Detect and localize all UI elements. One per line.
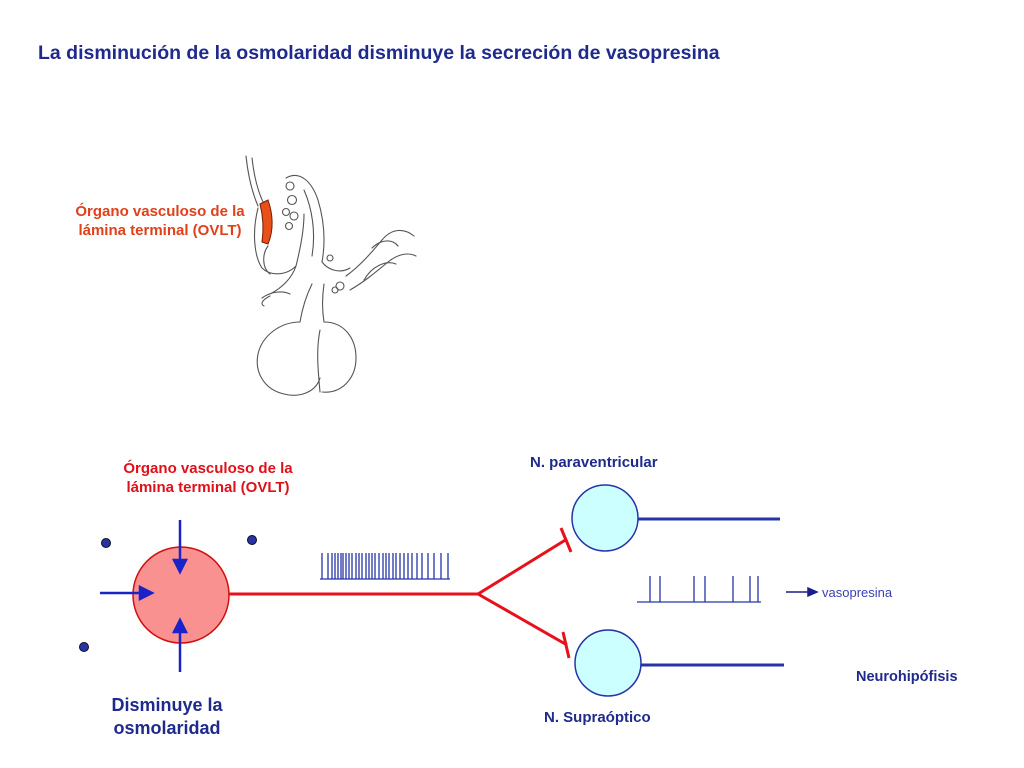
ovlt-cell-label-line1: Órgano vasculoso de la <box>123 460 293 477</box>
vasopressin-spike-train <box>637 576 761 603</box>
neurohypophysis-label: Neurohipófisis <box>856 669 958 685</box>
supraoptic-label: N. Supraóptico <box>544 709 651 726</box>
vasopressin-label: vasopresina <box>822 585 893 600</box>
ovlt-axon <box>229 527 573 659</box>
osmolyte-dot <box>79 642 89 652</box>
paraventricular-label: N. paraventricular <box>530 454 658 471</box>
anatomy-ovlt-label-line1: Órgano vasculoso de la <box>75 203 245 220</box>
anatomy-ovlt-label: Órgano vasculoso de la lámina terminal (… <box>40 203 280 241</box>
ovlt-cell-label-line2: lámina terminal (OVLT) <box>126 478 290 496</box>
ovlt-spike-train <box>320 553 450 580</box>
vasopressin-arrow <box>786 586 819 598</box>
osmolarity-label-line2: osmolaridad <box>113 717 221 738</box>
paraventricular-cell <box>571 484 639 552</box>
ovlt-cell-label: Órgano vasculoso de la lámina terminal (… <box>92 460 324 498</box>
osmolyte-dot <box>101 538 111 548</box>
page-title: La disminución de la osmolaridad disminu… <box>38 42 720 64</box>
brain-anatomy-sketch <box>245 155 417 396</box>
anatomy-ovlt-label-line2: lámina terminal (OVLT) <box>78 221 242 239</box>
osmolyte-dot <box>247 535 257 545</box>
osmolarity-label-line1: Disminuye la <box>111 695 223 715</box>
osmotic-input-arrows <box>100 520 189 672</box>
ovlt-highlight <box>259 199 273 245</box>
osmolarity-label: Disminuye la osmolaridad <box>72 694 262 739</box>
supraoptic-cell <box>574 629 642 697</box>
